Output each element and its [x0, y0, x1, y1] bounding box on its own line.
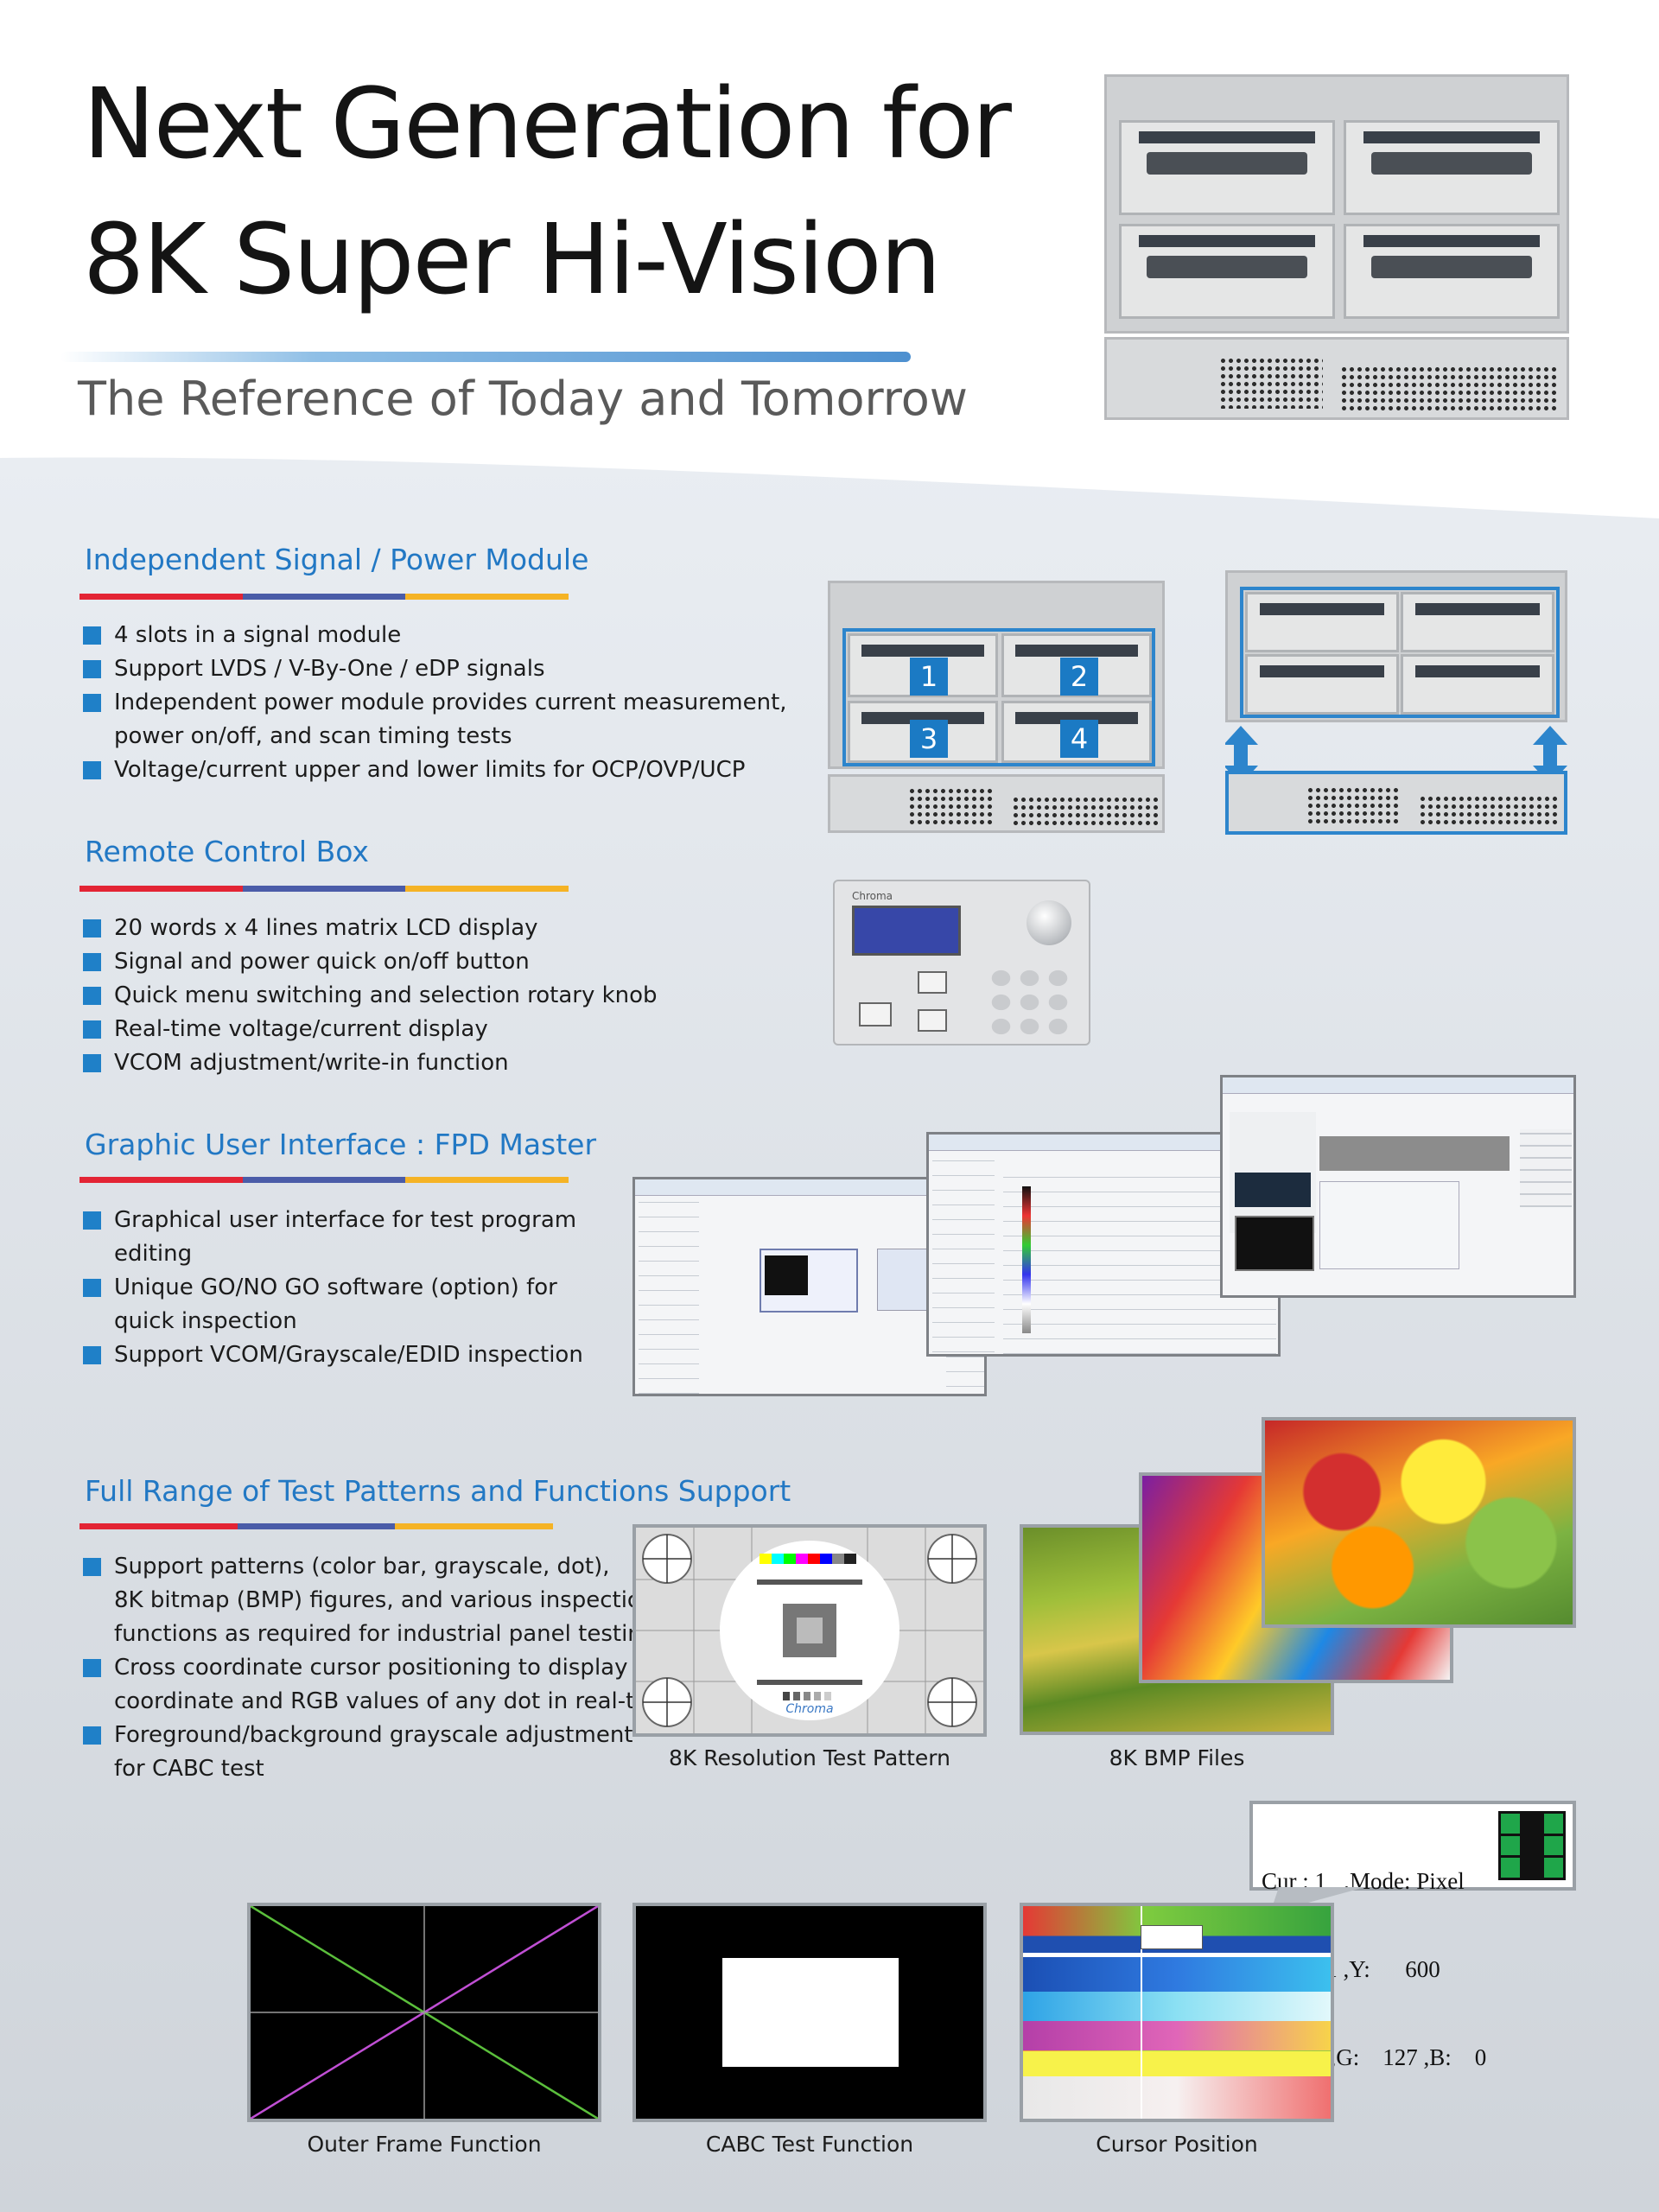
bullet-item: Real-time voltage/current display [83, 1013, 658, 1046]
bullet-list-test-patterns: Support patterns (color bar, grayscale, … [83, 1550, 677, 1786]
slot-number-3: 3 [910, 720, 948, 758]
section-heading-signal-power: Independent Signal / Power Module [85, 543, 589, 576]
bullet-item: Support VCOM/Grayscale/EDID inspection [83, 1338, 583, 1372]
outer-frame-function-image [247, 1903, 601, 2122]
bullet-item: Support LVDS / V-By-One / eDP signals [83, 652, 787, 686]
bullet-continuation: power on/off, and scan timing tests [114, 723, 512, 749]
down-arrow-icon [918, 1009, 947, 1032]
slot-number-1: 1 [910, 658, 948, 696]
bullet-item: 4 slots in a signal module [83, 619, 787, 652]
bullet-list-remote-control: 20 words x 4 lines matrix LCD display Si… [83, 912, 658, 1080]
pixel-grid-icon [1498, 1811, 1566, 1880]
cabc-test-function-image [632, 1903, 987, 2122]
bmp-image-vegetables [1262, 1417, 1576, 1628]
cursor-position-image [1020, 1903, 1334, 2122]
gui-screenshot-timing-editor [632, 1177, 987, 1396]
signal-module-slots-image: 1 2 3 4 [828, 581, 1165, 833]
quick-button [859, 1002, 892, 1027]
title-underline [60, 352, 911, 362]
bullet-list-gui: Graphical user interface for test progra… [83, 1204, 583, 1372]
rotary-knob [1027, 900, 1071, 945]
bullet-continuation: for CABC test [114, 1756, 264, 1782]
bullet-item: Quick menu switching and selection rotar… [83, 979, 658, 1013]
separation-arrows [1225, 726, 1567, 785]
button-keypad [987, 966, 1073, 1037]
bullet-item: 20 words x 4 lines matrix LCD display [83, 912, 658, 945]
cursor-readout-panel: Cur : 1 ,Mode: Pixel X: 681 ,Y: 600 R: 0… [1249, 1801, 1576, 2070]
bullet-item: Signal and power quick on/off button [83, 945, 658, 979]
caption-cursor: Cursor Position [1096, 2132, 1258, 2157]
slot-number-2: 2 [1060, 658, 1098, 696]
caption-cabc: CABC Test Function [705, 2132, 914, 2157]
lcd-display [852, 906, 961, 956]
bmp-files-collage [1020, 1417, 1576, 1738]
bullet-continuation: editing [114, 1241, 193, 1267]
bullet-continuation: coordinate and RGB values of any dot in … [114, 1688, 677, 1714]
remote-control-box-image: Chroma [833, 880, 1090, 1046]
section-heading-remote-control: Remote Control Box [85, 835, 369, 868]
bullet-continuation: functions as required for industrial pan… [114, 1621, 664, 1647]
section-divider [79, 594, 569, 600]
gui-screenshot-go-nogo [1220, 1075, 1576, 1298]
pattern-logo: Chroma [785, 1702, 834, 1716]
caption-outer-frame: Outer Frame Function [307, 2132, 542, 2157]
bullet-item: Cross coordinate cursor positioning to d… [83, 1651, 677, 1685]
bullet-item: VCOM adjustment/write-in function [83, 1046, 658, 1080]
section-divider [79, 1177, 569, 1183]
bullet-continuation: quick inspection [114, 1308, 297, 1334]
bullet-item: Voltage/current upper and lower limits f… [83, 753, 787, 787]
bullet-item: Support patterns (color bar, grayscale, … [83, 1550, 677, 1584]
page-title-line1: Next Generation for [83, 68, 1012, 181]
page-title-line2: 8K Super Hi-Vision [83, 204, 941, 316]
separable-power-module-image [1225, 570, 1567, 835]
section-heading-test-patterns: Full Range of Test Patterns and Function… [85, 1474, 791, 1508]
caption-bmp-files: 8K BMP Files [1109, 1745, 1245, 1770]
section-divider [79, 1523, 554, 1529]
bullet-item: Unique GO/NO GO software (option) for [83, 1271, 583, 1305]
bullet-list-signal-power: 4 slots in a signal module Support LVDS … [83, 619, 787, 787]
bullet-item: Foreground/background grayscale adjustme… [83, 1719, 677, 1752]
bullet-continuation: 8K bitmap (BMP) figures, and various ins… [114, 1587, 656, 1613]
section-heading-gui: Graphic User Interface : FPD Master [85, 1128, 597, 1161]
resolution-test-pattern-image: Chroma [632, 1524, 987, 1737]
page-subtitle: The Reference of Today and Tomorrow [78, 372, 968, 426]
up-arrow-icon [918, 971, 947, 994]
bullet-item: Independent power module provides curren… [83, 686, 787, 720]
cursor-readout-line1: Cur : 1 ,Mode: Pixel [1262, 1868, 1465, 1894]
caption-resolution-pattern: 8K Resolution Test Pattern [669, 1745, 950, 1770]
hero-tester-device-image [1104, 74, 1569, 420]
section-divider [79, 886, 569, 892]
slot-number-4: 4 [1060, 720, 1098, 758]
remote-logo: Chroma [852, 890, 893, 902]
bullet-item: Graphical user interface for test progra… [83, 1204, 583, 1237]
